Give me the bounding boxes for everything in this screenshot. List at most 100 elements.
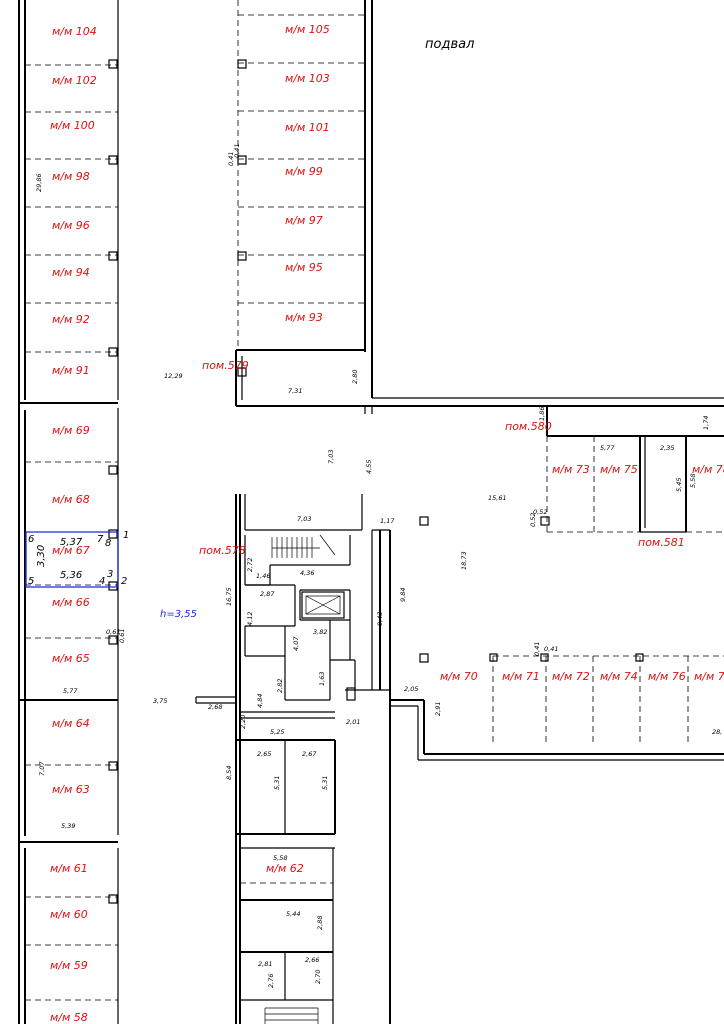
dim-label: 0,52 [529, 513, 537, 527]
dim-label: 29,86 [35, 173, 43, 192]
space-label[interactable]: м/м 101 [285, 121, 330, 134]
space-label[interactable]: м/м 72 [552, 670, 590, 683]
space-label[interactable]: м/м 71 [502, 670, 540, 683]
dim-label: 7,03 [297, 515, 311, 523]
space-label[interactable]: м/м 103 [285, 72, 330, 85]
dim-label: 0,52 [533, 508, 547, 516]
dim-label: 2,35 [660, 444, 674, 452]
space-label[interactable]: м/м 105 [285, 23, 330, 36]
space-label[interactable]: м/м 62 [266, 862, 304, 875]
dim-label: 2,20 [239, 715, 247, 729]
space-label[interactable]: м/м 91 [52, 364, 90, 377]
dim-label: 2,01 [346, 718, 360, 726]
space-label[interactable]: м/м 104 [52, 25, 97, 38]
room-label-580[interactable]: пом.580 [505, 420, 552, 433]
space-label[interactable]: м/м 66 [52, 596, 90, 609]
dim-label: 3,82 [313, 628, 327, 636]
space-label[interactable]: м/м 102 [52, 74, 97, 87]
space-label[interactable]: м/м 7 [694, 670, 724, 683]
dim-label: 4,07 [292, 636, 300, 651]
room-label-581[interactable]: пом.581 [638, 536, 685, 549]
elevator-shaft [301, 591, 345, 619]
walls [18, 0, 724, 1024]
space-label[interactable]: м/м 92 [52, 313, 90, 326]
dim-label: 1,46 [256, 572, 270, 580]
dim-label: 15,61 [488, 494, 507, 502]
space-label[interactable]: м/м 61 [50, 862, 88, 875]
space-label[interactable]: м/м 69 [52, 424, 90, 437]
space-label[interactable]: м/м 78 [692, 463, 724, 476]
staircase-bottom [264, 1007, 319, 1024]
point-2: 2 [121, 576, 127, 587]
space-label[interactable]: м/м 60 [50, 908, 88, 921]
space-label[interactable]: м/м 68 [52, 493, 90, 506]
dim-label: 12,29 [164, 372, 183, 380]
space-label[interactable]: м/м 59 [50, 959, 88, 972]
highlighted-space-67[interactable]: 1 2 3 4 5 6 7 8 5,37 5,36 3,30 [25, 530, 129, 588]
dim-label: 2,76 [267, 974, 275, 988]
dim-label: 1,74 [702, 416, 710, 430]
dim-label: 4,36 [300, 569, 314, 577]
dim-label: 2,81 [258, 960, 272, 968]
dim-label: 0,41 [544, 645, 558, 653]
dim-label: 5,44 [286, 910, 300, 918]
dim-label: 4,55 [365, 460, 373, 474]
dim-label: 8,54 [225, 766, 233, 780]
point-6: 6 [28, 534, 34, 545]
room-label-579[interactable]: пом.579 [202, 359, 249, 372]
dim-label: 28, [712, 728, 722, 736]
parking-labels: м/м 104 м/м 102 м/м 100 м/м 98 м/м 96 м/… [50, 23, 724, 1024]
staircase-top [271, 534, 336, 558]
dim-label: 7,03 [327, 450, 335, 464]
dim-label: 2,91 [434, 702, 442, 716]
dim-label: 0,61 [118, 629, 126, 643]
dim-label: 3,75 [153, 697, 167, 705]
dim-label: 1,86 [538, 407, 546, 421]
dim-label: 0,41 [533, 642, 541, 656]
dim-label: 9,84 [399, 588, 407, 602]
dim-label: 5,31 [273, 776, 281, 790]
space-label[interactable]: м/м 64 [52, 717, 90, 730]
space-label[interactable]: м/м 67 [52, 544, 90, 557]
space-label[interactable]: м/м 98 [52, 170, 90, 183]
dim-label: 5,58 [273, 854, 287, 862]
space-label[interactable]: м/м 63 [52, 783, 90, 796]
space-label[interactable]: м/м 70 [440, 670, 478, 683]
space-label[interactable]: м/м 99 [285, 165, 323, 178]
point-5: 5 [28, 576, 34, 587]
space-label[interactable]: м/м 95 [285, 261, 323, 274]
space-label[interactable]: м/м 97 [285, 214, 323, 227]
space-label[interactable]: м/м 58 [50, 1011, 88, 1024]
highlight-top-dim: 5,37 [60, 537, 83, 548]
highlight-bottom-dim: 5,36 [60, 570, 82, 581]
space-label[interactable]: м/м 94 [52, 266, 90, 279]
dim-label: 2,67 [302, 750, 317, 758]
space-label[interactable]: м/м 96 [52, 219, 90, 232]
point-4: 4 [99, 576, 105, 587]
space-label[interactable]: м/м 65 [52, 652, 90, 665]
dimension-labels: 29,86 0,41 0,41 12,29 7,31 2,80 1,86 1,7… [35, 144, 722, 988]
dim-label: 2,65 [257, 750, 271, 758]
plan-title: подвал [425, 37, 474, 52]
space-label[interactable]: м/м 100 [50, 119, 95, 132]
dim-label: 2,68 [208, 703, 222, 711]
highlight-side-dim: 3,30 [36, 545, 47, 567]
room-label-578[interactable]: пом.578 [199, 544, 246, 557]
dim-label: 0,41 [233, 144, 241, 158]
dim-label: 5,31 [321, 776, 329, 790]
room-labels: пом.579 пом.580 пом.578 пом.581 [199, 359, 685, 557]
space-label[interactable]: м/м 93 [285, 311, 323, 324]
columns [108, 59, 644, 904]
dim-label: 2,66 [305, 956, 319, 964]
space-label[interactable]: м/м 73 [552, 463, 590, 476]
dim-label: 2,82 [276, 679, 284, 693]
dim-label: 2,87 [260, 590, 275, 598]
point-3: 3 [107, 569, 113, 580]
dim-label: 5,58 [689, 474, 697, 488]
dim-label: 2,80 [351, 370, 359, 384]
space-label[interactable]: м/м 75 [600, 463, 638, 476]
dim-label: 18,73 [460, 551, 468, 570]
space-label[interactable]: м/м 74 [600, 670, 638, 683]
space-label[interactable]: м/м 76 [648, 670, 686, 683]
dim-label: 7,07 [38, 761, 46, 776]
